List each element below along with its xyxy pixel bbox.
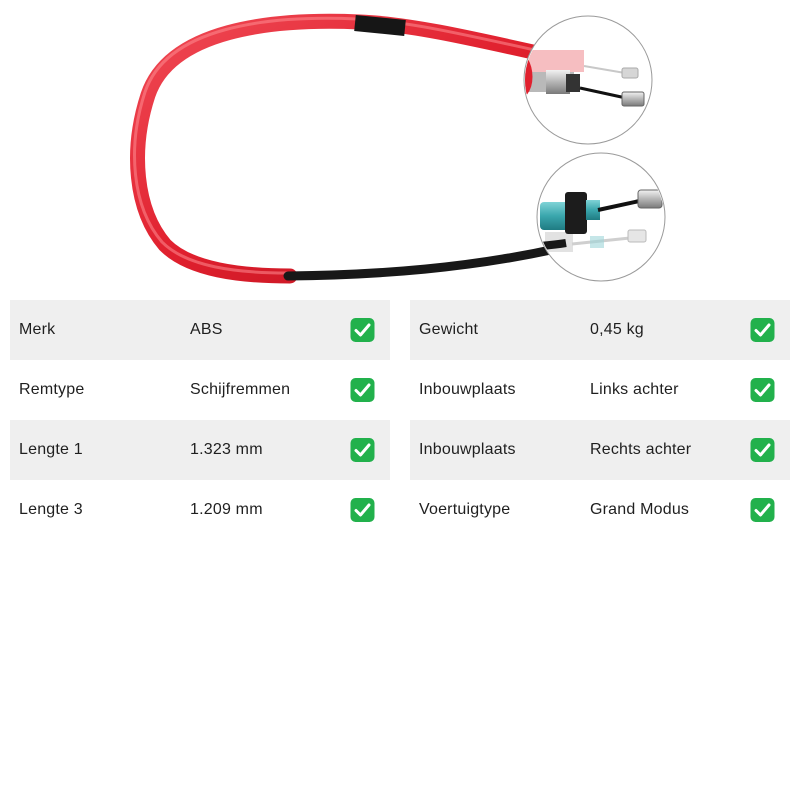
spec-value: ABS bbox=[190, 321, 223, 338]
spec-label: Voertuigtype bbox=[419, 501, 511, 518]
spec-row-vehicle-type: Voertuigtype Grand Modus bbox=[410, 480, 790, 540]
spec-table-left: Merk ABS Remtype Schijfremmen Lengte 1 1… bbox=[10, 300, 390, 540]
spec-row-brand: Merk ABS bbox=[10, 300, 390, 360]
spec-value: 0,45 kg bbox=[590, 321, 644, 338]
spec-row-position-left: Inbouwplaats Links achter bbox=[410, 360, 790, 420]
check-mark-icon bbox=[350, 318, 375, 342]
check-mark-icon bbox=[350, 438, 375, 462]
check-mark-icon bbox=[750, 498, 775, 522]
spec-value: Links achter bbox=[590, 381, 679, 398]
spec-row-brake-type: Remtype Schijfremmen bbox=[10, 360, 390, 420]
spec-value: Schijfremmen bbox=[190, 381, 291, 398]
spec-value: 1.209 mm bbox=[190, 501, 263, 518]
spec-label: Remtype bbox=[19, 381, 85, 398]
check-mark-icon bbox=[750, 318, 775, 342]
spec-label: Lengte 3 bbox=[19, 501, 83, 518]
check-mark-icon bbox=[350, 498, 375, 522]
spec-label: Gewicht bbox=[419, 321, 479, 338]
spec-row-length-1: Lengte 1 1.323 mm bbox=[10, 420, 390, 480]
detail-zoom-top bbox=[523, 15, 653, 145]
spec-row-position-right: Inbouwplaats Rechts achter bbox=[410, 420, 790, 480]
check-mark-icon bbox=[750, 378, 775, 402]
spec-table-right: Gewicht 0,45 kg Inbouwplaats Links achte… bbox=[410, 300, 790, 540]
check-mark-icon bbox=[350, 378, 375, 402]
spec-label: Merk bbox=[19, 321, 56, 338]
product-image bbox=[130, 13, 666, 284]
spec-value: 1.323 mm bbox=[190, 441, 263, 458]
spec-row-weight: Gewicht 0,45 kg bbox=[410, 300, 790, 360]
spec-label: Lengte 1 bbox=[19, 441, 83, 458]
check-mark-icon bbox=[750, 438, 775, 462]
spec-row-length-3: Lengte 3 1.209 mm bbox=[10, 480, 390, 540]
spec-value: Grand Modus bbox=[590, 501, 690, 518]
detail-zoom-bottom bbox=[536, 152, 666, 282]
spec-label: Inbouwplaats bbox=[419, 381, 516, 398]
spec-label: Inbouwplaats bbox=[419, 441, 516, 458]
brake-cable bbox=[130, 13, 568, 284]
spec-value: Rechts achter bbox=[590, 441, 692, 458]
